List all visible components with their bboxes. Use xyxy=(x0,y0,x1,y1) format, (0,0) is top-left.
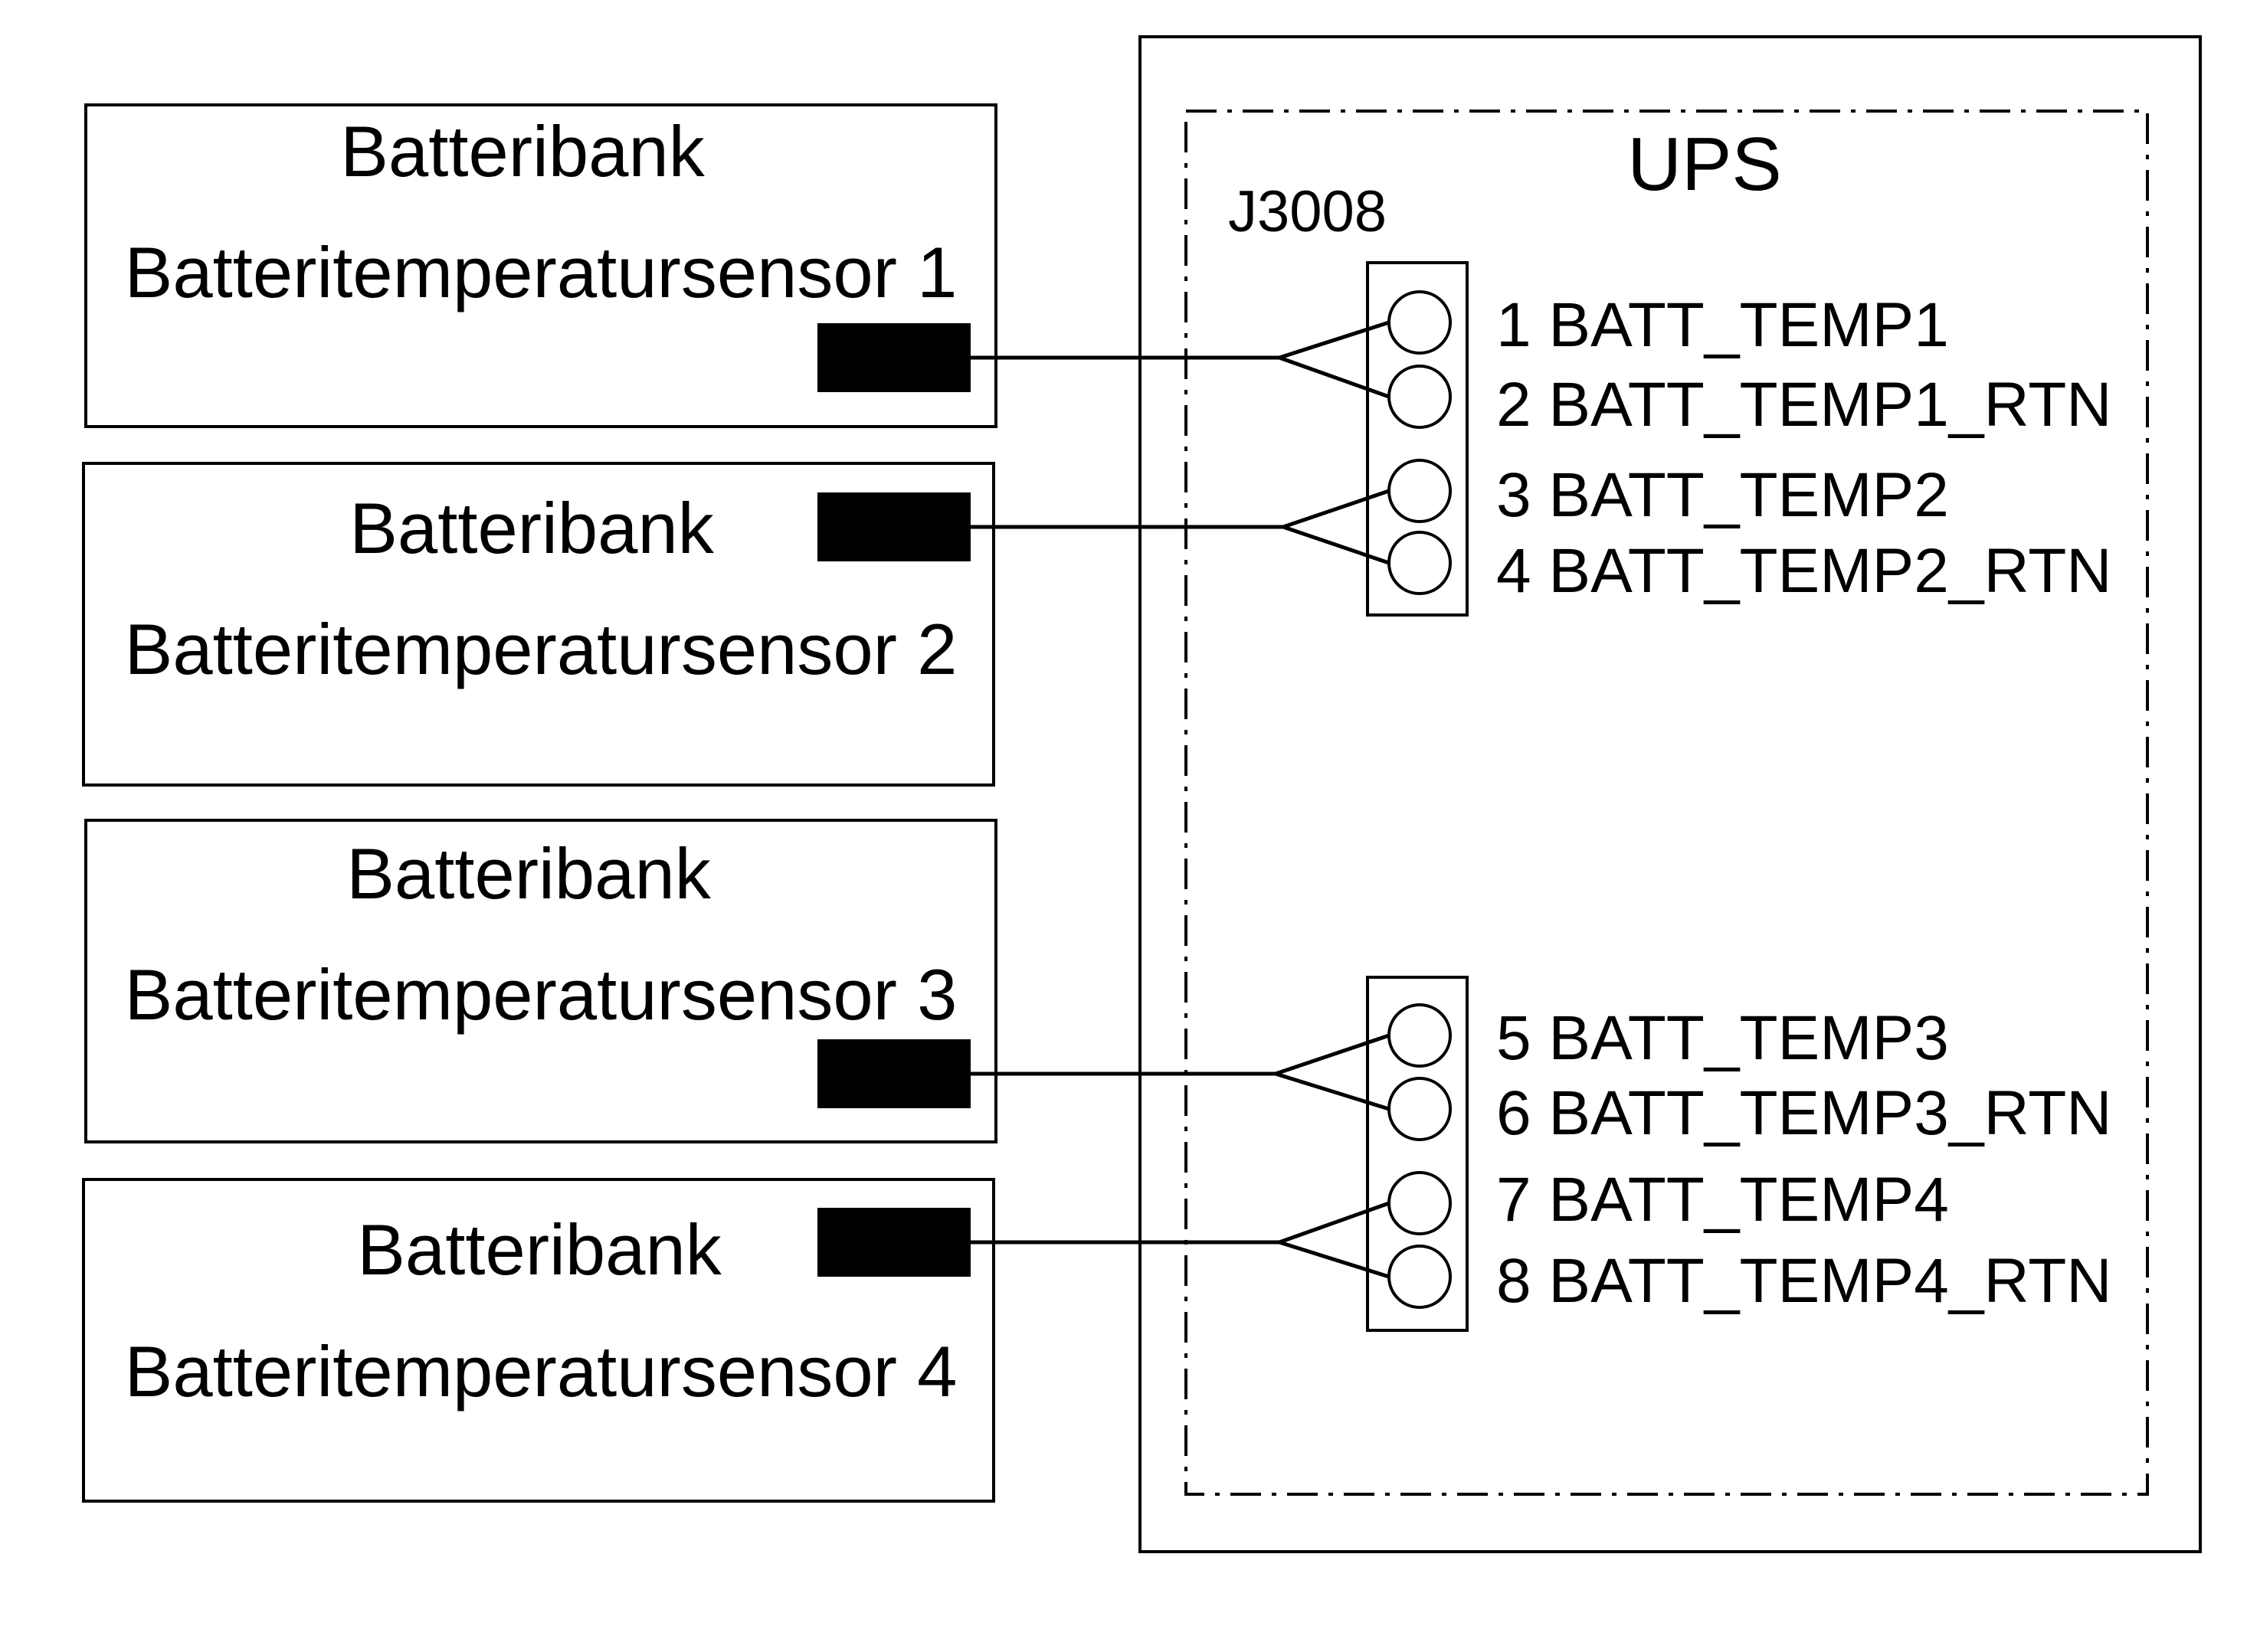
battery-bank-1: Batteribank Batteritemperatursensor 1 xyxy=(84,103,1390,428)
pin-5-circle xyxy=(1387,1003,1452,1068)
pin-label: 4 BATT_TEMP2_RTN xyxy=(1496,536,2112,606)
pin-8-circle xyxy=(1387,1245,1452,1309)
sensor-plug xyxy=(817,492,971,561)
connector-label: J3008 xyxy=(1228,179,1387,244)
ups-title: UPS xyxy=(1627,122,1782,206)
pin-6-circle xyxy=(1387,1077,1452,1141)
battery-bank-box xyxy=(84,819,997,1143)
battery-bank-title: Batteribank xyxy=(357,1209,722,1290)
battery-bank-box xyxy=(82,1178,995,1503)
pin-label: 6 BATT_TEMP3_RTN xyxy=(1496,1078,2112,1148)
pin-3-circle xyxy=(1387,459,1452,523)
pin-7-circle xyxy=(1387,1171,1452,1235)
sensor-plug xyxy=(817,1039,971,1108)
sensor-wire xyxy=(971,1201,1390,1279)
battery-sensor-label: Batteritemperatursensor 3 xyxy=(125,954,958,1035)
ups-boundary xyxy=(1184,110,2149,1496)
pin-label: 3 BATT_TEMP2 xyxy=(1496,460,1949,530)
sensor-wire xyxy=(971,320,1390,399)
pin-2-circle xyxy=(1387,365,1452,429)
pin-label: 7 BATT_TEMP4 xyxy=(1496,1165,1949,1235)
battery-bank-box xyxy=(84,103,997,428)
pin-label: 1 BATT_TEMP1 xyxy=(1496,290,1949,360)
pin-label: 8 BATT_TEMP4_RTN xyxy=(1496,1246,2112,1316)
battery-bank-4: Batteribank Batteritemperatursensor 4 xyxy=(82,1178,1390,1503)
sensor-wire xyxy=(971,489,1390,565)
battery-sensor-label: Batteritemperatursensor 4 xyxy=(125,1331,958,1412)
battery-bank-title: Batteribank xyxy=(346,833,712,914)
battery-bank-2: Batteribank Batteritemperatursensor 2 xyxy=(82,462,1390,787)
sensor-plug xyxy=(817,1208,971,1277)
sensor-plug xyxy=(817,323,971,392)
ups-enclosure xyxy=(1138,35,2202,1553)
battery-sensor-label: Batteritemperatursensor 2 xyxy=(125,609,958,689)
battery-bank-title: Batteribank xyxy=(340,111,706,191)
battery-bank-3: Batteribank Batteritemperatursensor 3 xyxy=(84,819,1390,1143)
sensor-wire xyxy=(971,1033,1390,1111)
battery-bank-box xyxy=(82,462,995,787)
battery-sensor-label: Batteritemperatursensor 1 xyxy=(125,232,958,312)
pin-4-circle xyxy=(1387,531,1452,595)
pin-1-circle xyxy=(1387,290,1452,355)
pin-label: 2 BATT_TEMP1_RTN xyxy=(1496,370,2112,440)
battery-bank-title: Batteribank xyxy=(349,488,715,568)
pin-label: 5 BATT_TEMP3 xyxy=(1496,1003,1949,1073)
